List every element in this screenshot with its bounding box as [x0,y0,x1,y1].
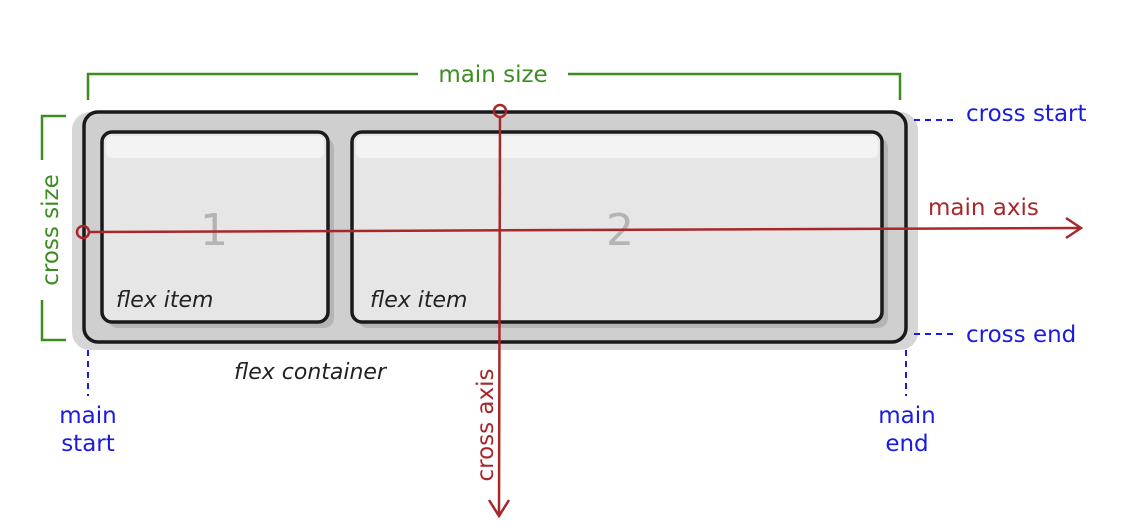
main-size-bracket [86,72,902,100]
item-2-highlight [356,136,878,158]
main-size-label: main size [438,62,547,88]
main-start-label-line2: start [61,431,115,457]
flex-container-label: flex container [234,360,388,385]
flex-item-2 [350,130,884,324]
main-end-label-line2: end [885,431,928,457]
item-2-label: flex item [370,288,467,313]
edge-dashes [87,119,958,396]
cross-axis-label: cross axis [473,368,499,481]
main-axis-label: main axis [928,195,1039,221]
flex-item-1 [100,130,330,324]
item-1-label: flex item [116,288,213,313]
cross-size-bracket [40,114,66,342]
main-start-label-line1: main [59,403,116,429]
cross-size-label: cross size [38,174,64,286]
item-1-highlight [106,136,324,158]
cross-axis-arrow [487,103,511,519]
cross-start-label: cross start [966,101,1087,127]
cross-end-label: cross end [966,322,1076,348]
main-end-label-line1: main [878,403,935,429]
main-axis-arrow [75,216,1084,240]
